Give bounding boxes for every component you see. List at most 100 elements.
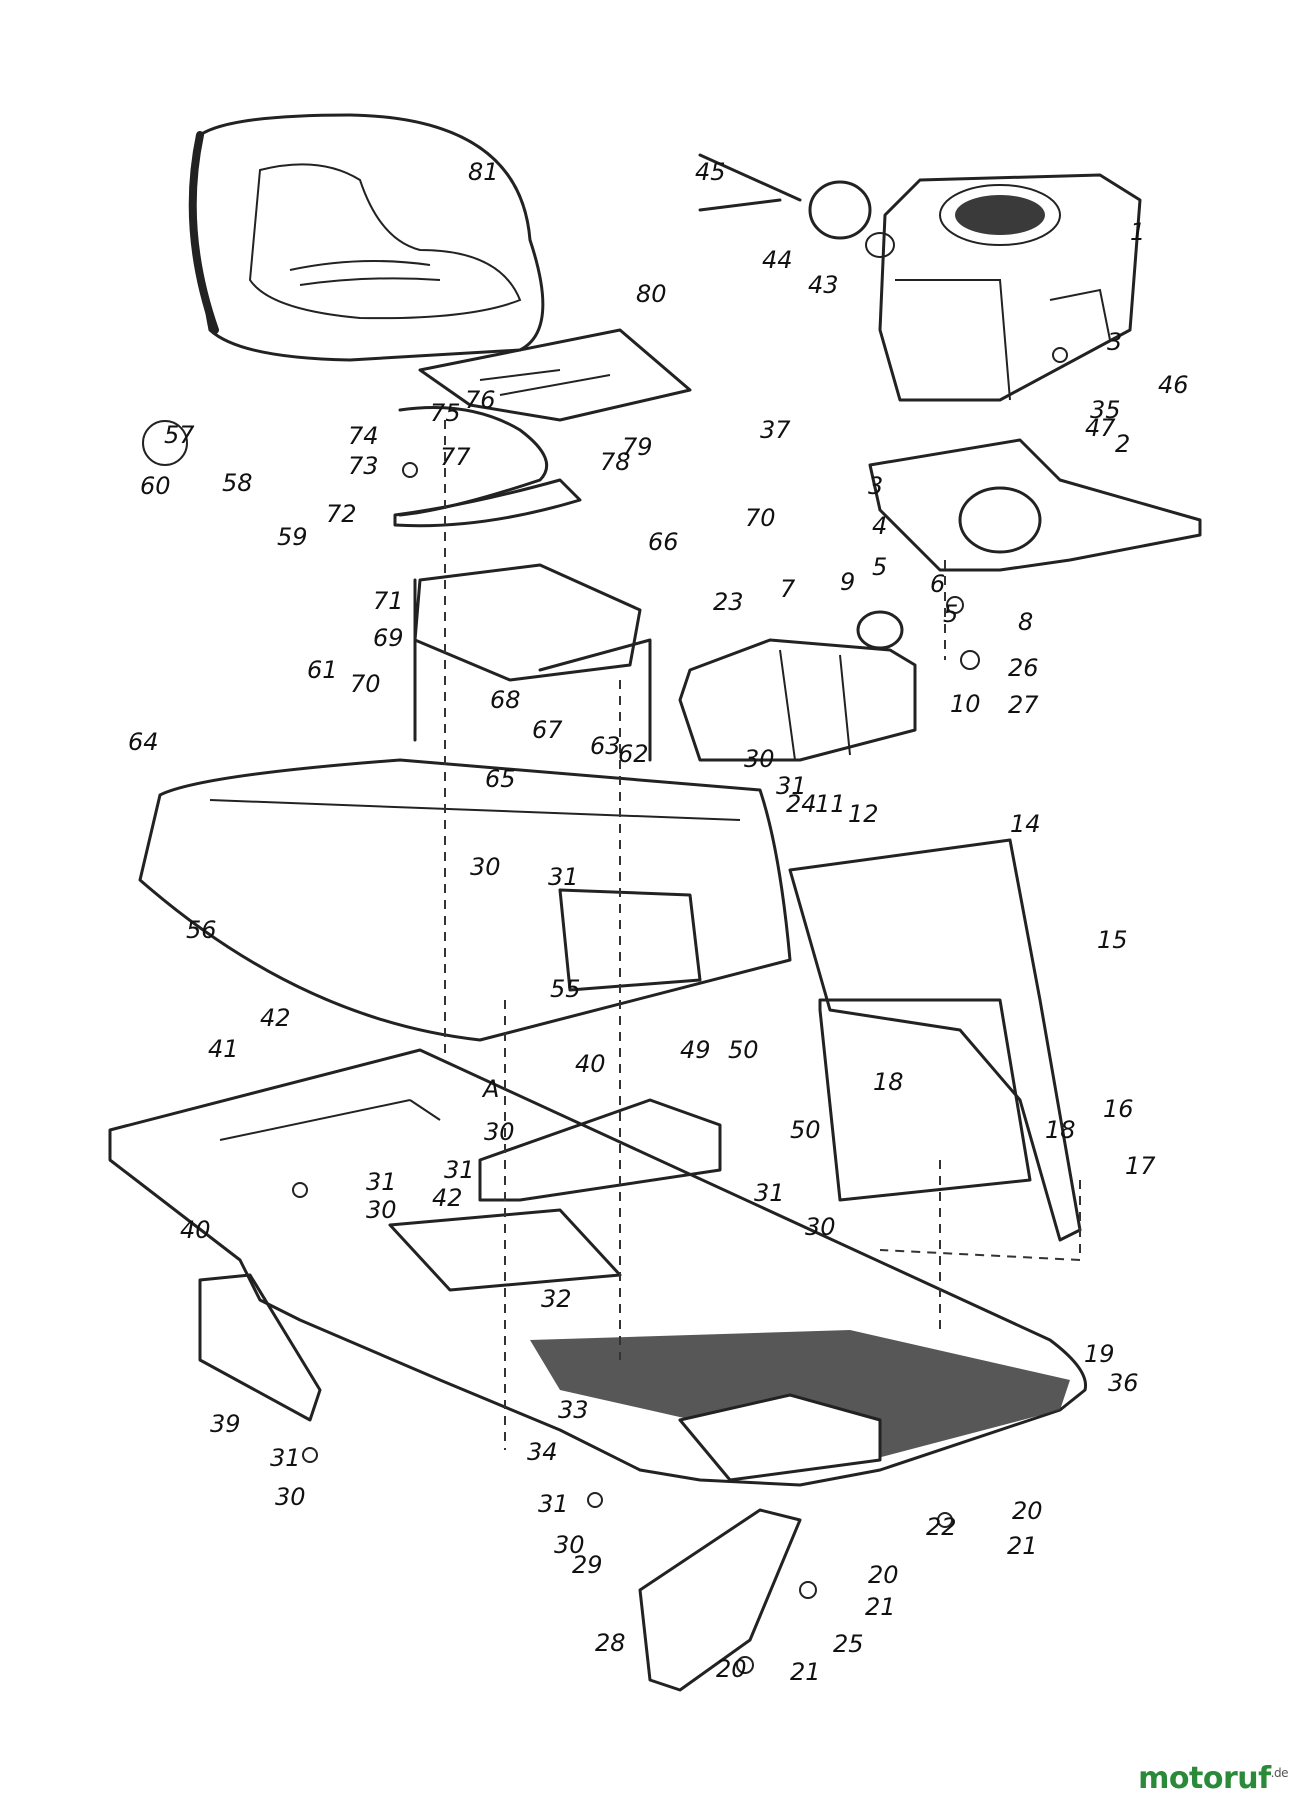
callout-30: 30 (805, 1213, 836, 1241)
frame (108, 1048, 1088, 1487)
callout-74: 74 (348, 422, 379, 450)
callout-32: 32 (541, 1285, 572, 1313)
callout-31: 31 (776, 772, 807, 800)
callout-72: 72 (326, 500, 357, 528)
callout-55: 55 (550, 975, 581, 1003)
callout-42: 42 (260, 1004, 291, 1032)
callout-20: 20 (868, 1561, 899, 1589)
callout-69: 69 (373, 624, 404, 652)
assembly-lines (444, 420, 1081, 1450)
callout-67: 67 (532, 716, 563, 744)
callout-22: 22 (926, 1513, 957, 1541)
callout-79: 79 (622, 433, 653, 461)
callout-18: 18 (873, 1068, 904, 1096)
callout-56: 56 (186, 916, 217, 944)
callout-50: 50 (728, 1036, 759, 1064)
callout-65: 65 (485, 765, 516, 793)
brand-logo: motoruf.de (1138, 1761, 1288, 1796)
callout-21: 21 (1007, 1532, 1038, 1560)
callout-20: 20 (716, 1655, 747, 1683)
callout-40: 40 (180, 1216, 211, 1244)
callout-3: 3 (868, 472, 883, 500)
callout-64: 64 (128, 728, 159, 756)
callout-50: 50 (790, 1116, 821, 1144)
callout-2: 2 (1115, 430, 1130, 458)
callout-30: 30 (554, 1531, 585, 1559)
cross-bar (478, 1098, 722, 1202)
callout-71: 71 (373, 587, 404, 615)
callout-42: 42 (432, 1184, 463, 1212)
callout-5: 5 (943, 600, 958, 628)
callout-57: 57 (164, 421, 195, 449)
callout-21: 21 (790, 1658, 821, 1686)
callout-78: 78 (600, 448, 631, 476)
callout-17: 17 (1125, 1152, 1156, 1180)
callout-28: 28 (595, 1629, 626, 1657)
callout-A: A (481, 1075, 499, 1103)
callout-35: 35 (1090, 396, 1121, 424)
callout-29: 29 (572, 1551, 603, 1579)
callout-9: 9 (840, 568, 855, 596)
callout-44: 44 (762, 246, 793, 274)
callout-31: 31 (538, 1490, 569, 1518)
callout-49: 49 (680, 1036, 711, 1064)
callout-15: 15 (1097, 926, 1128, 954)
callout-31: 31 (444, 1156, 475, 1184)
callout-63: 63 (590, 732, 621, 760)
callout-24: 24 (786, 790, 817, 818)
callout-30: 30 (484, 1118, 515, 1146)
callout-20: 20 (1012, 1497, 1043, 1525)
callout-36: 36 (1108, 1369, 1139, 1397)
callout-68: 68 (490, 686, 521, 714)
callout-25: 25 (833, 1630, 864, 1658)
callout-33: 33 (558, 1396, 589, 1424)
engine (878, 173, 1142, 402)
callout-61: 61 (307, 656, 338, 684)
callout-30: 30 (275, 1483, 306, 1511)
callout-5: 5 (872, 553, 887, 581)
callout-46: 46 (1158, 371, 1189, 399)
callout-40: 40 (575, 1050, 606, 1078)
callout-58: 58 (222, 469, 253, 497)
front-deflector (198, 1273, 322, 1422)
callout-19: 19 (1084, 1340, 1115, 1368)
callout-10: 10 (950, 690, 981, 718)
callout-30: 30 (744, 745, 775, 773)
callout-31: 31 (366, 1168, 397, 1196)
seat-rail (393, 478, 582, 528)
rear-bracket (638, 1508, 802, 1692)
callout-8: 8 (1018, 608, 1033, 636)
callout-37: 37 (760, 416, 791, 444)
callout-11: 11 (815, 790, 846, 818)
seat (188, 113, 545, 362)
engine-plate (868, 438, 1202, 572)
callout-66: 66 (648, 528, 679, 556)
callout-14: 14 (1010, 810, 1041, 838)
callout-31: 31 (548, 863, 579, 891)
callout-39: 39 (210, 1410, 241, 1438)
callout-18: 18 (1045, 1116, 1076, 1144)
dashboard-bracket (413, 563, 652, 762)
hood (138, 758, 792, 1042)
callout-45: 45 (695, 158, 726, 186)
callout-23: 23 (713, 588, 744, 616)
fasteners (142, 347, 1068, 1674)
fuel-tank (678, 610, 917, 762)
callout-21: 21 (865, 1593, 896, 1621)
callout-31: 31 (754, 1179, 785, 1207)
callout-60: 60 (140, 472, 171, 500)
callout-6: 6 (930, 570, 945, 598)
recoil-starter (698, 153, 895, 258)
callout-62: 62 (618, 740, 649, 768)
callout-75: 75 (430, 399, 461, 427)
callout-81: 81 (468, 158, 499, 186)
callout-76: 76 (465, 386, 496, 414)
callout-31: 31 (270, 1444, 301, 1472)
callout-27: 27 (1008, 691, 1039, 719)
callout-47: 47 (1085, 414, 1116, 442)
callout-77: 77 (440, 443, 471, 471)
callout-30: 30 (366, 1196, 397, 1224)
callout-80: 80 (636, 280, 667, 308)
